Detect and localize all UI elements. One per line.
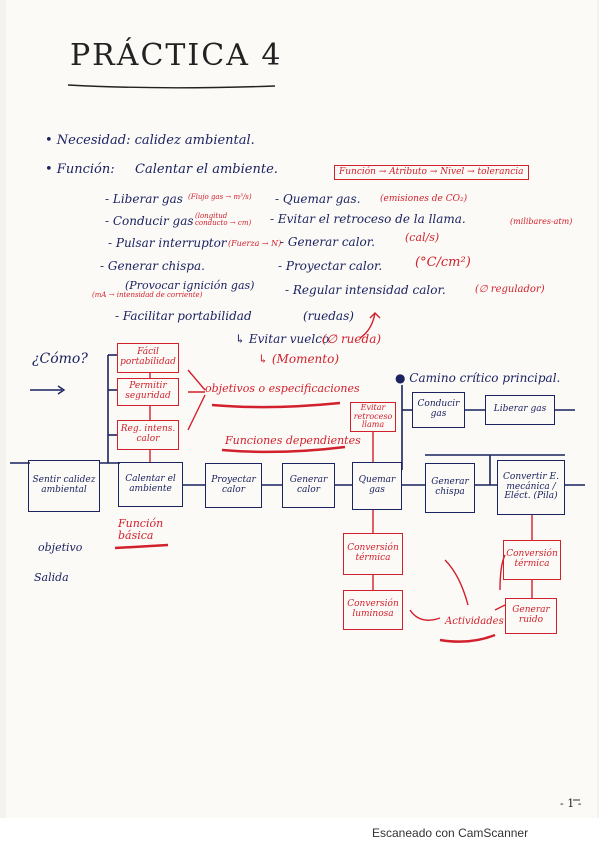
conversion-termica-box: Conversión térmica: [343, 533, 403, 575]
list-item: - Proyectar calor.: [278, 259, 383, 273]
page-title: PRÁCTICA 4: [70, 38, 283, 73]
actividades-label: Actividades: [445, 616, 504, 627]
conversion-termica-2-box: Conversión térmica: [503, 540, 561, 580]
list-item: ↳ Evitar vuelco: [235, 332, 330, 346]
list-item: - Generar chispa.: [100, 259, 205, 273]
sentir-calidez-box: Sentir calidez ambiental: [28, 460, 100, 512]
list-item-note: (°C/cm²): [415, 255, 471, 270]
camino-critico-label: ● Camino crítico principal.: [395, 371, 561, 385]
generar-calor-box: Generar calor: [282, 463, 335, 508]
convertir-energia-box: Convertir E. mecánica / Eléct. (Pila): [497, 460, 565, 515]
funcion-chain-box: Función → Atributo → Nivel → tolerancia: [334, 165, 529, 181]
como-label: ¿Cómo?: [32, 351, 88, 367]
facil-portabilidad-box: Fácil portabilidad: [117, 343, 179, 373]
list-item: - Pulsar interruptor: [108, 236, 227, 250]
list-item: - Evitar el retroceso de la llama.: [270, 212, 466, 226]
permitir-seguridad-box: Permitir seguridad: [117, 378, 179, 406]
conducir-gas-box: Conducir gas: [412, 392, 465, 428]
generar-ruido-box: Generar ruido: [505, 598, 557, 634]
quemar-gas-box: Quemar gas: [352, 462, 402, 510]
list-item-note: (∅ regulador): [475, 284, 545, 295]
funcion-text: Calentar el ambiente.: [135, 162, 278, 177]
list-item: - Conducir gas: [105, 214, 194, 228]
proyectar-calor-box: Proyectar calor: [205, 463, 262, 508]
funcion-basica-label: Función básica: [118, 517, 164, 542]
list-item: ↳ (Momento): [258, 352, 339, 366]
generar-chispa-box: Generar chispa: [425, 463, 475, 513]
list-item: - Regular intensidad calor.: [285, 283, 446, 297]
list-item-note: (Fuerza → N): [228, 239, 282, 248]
list-item: - Generar calor.: [280, 235, 375, 249]
list-item-note: (ruedas): [303, 309, 354, 323]
list-item: - Facilitar portabilidad: [115, 309, 252, 323]
objetivo-label: objetivo: [38, 541, 83, 554]
objetivos-label: objetivos o especificaciones: [205, 382, 360, 395]
list-item-note: (Flujo gas → m³/s): [188, 193, 252, 201]
page-number: - 1 -: [560, 797, 582, 810]
paper-sheet: [6, 0, 597, 818]
list-item-note: (emisiones de CO₂): [380, 194, 468, 204]
funcion-label: • Función:: [45, 162, 115, 177]
list-item-note: (∅ rueda): [322, 332, 382, 346]
list-item-note: (milibares-atm): [510, 217, 573, 226]
evitar-retroceso-box: Evitar retroceso llama: [350, 402, 396, 432]
list-item-note: (mA → intensidad de corriente): [92, 291, 203, 299]
list-item: - Quemar gas.: [275, 192, 361, 206]
scanner-footer: [0, 818, 599, 848]
list-item-note: (cal/s): [405, 231, 440, 244]
funciones-dependientes-label: Funciones dependientes: [225, 434, 361, 447]
list-item-note: (longitud conducto → cm): [195, 212, 252, 228]
necesidad-line: • Necesidad: calidez ambiental.: [45, 133, 255, 148]
calentar-ambiente-box: Calentar el ambiente: [118, 462, 183, 507]
list-item: (Provocar ignición gas): [125, 279, 255, 292]
list-item: - Liberar gas: [105, 192, 183, 206]
scanner-watermark: Escaneado con CamScanner: [372, 826, 529, 840]
salida-label: Salida: [34, 571, 69, 584]
reg-intens-calor-box: Reg. intens. calor: [117, 420, 179, 450]
conversion-luminosa-box: Conversión luminosa: [343, 590, 403, 630]
liberar-gas-box: Liberar gas: [485, 395, 555, 425]
